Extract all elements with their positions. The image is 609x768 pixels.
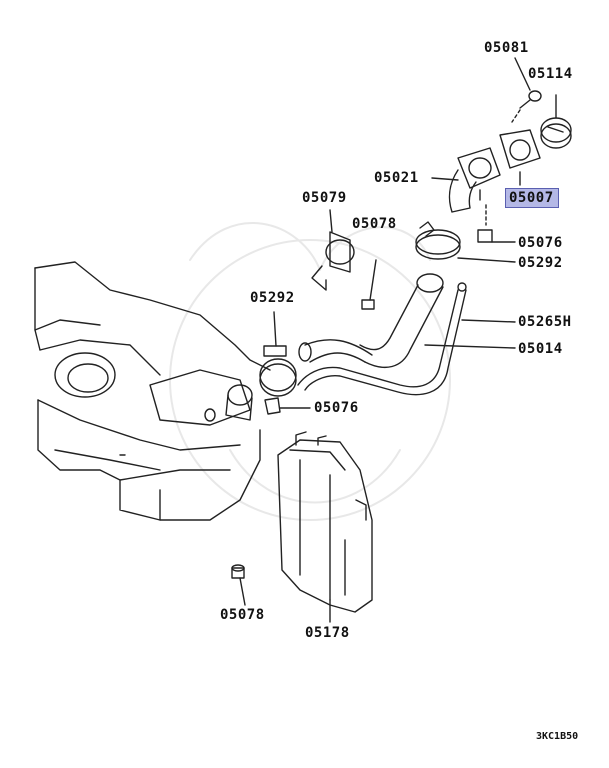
bracket-05079 xyxy=(311,209,355,291)
clip-05076-top xyxy=(477,229,516,243)
bolt-05078-bottom xyxy=(231,564,246,606)
bolt-05081 xyxy=(511,57,542,123)
hose-05265H xyxy=(297,282,516,396)
label-05021: 05021 xyxy=(374,170,419,186)
label-05007: 05007 xyxy=(505,188,559,208)
label-05292-left: 05292 xyxy=(250,290,295,306)
label-05076-mid: 05076 xyxy=(314,400,359,416)
label-05081: 05081 xyxy=(484,40,529,56)
clamp-05292-right xyxy=(415,221,516,263)
watermark-logo xyxy=(169,222,451,521)
label-05014: 05014 xyxy=(518,341,563,357)
label-05178: 05178 xyxy=(305,625,350,641)
filler-neck xyxy=(431,147,501,226)
filler-cap xyxy=(540,94,572,149)
diagram-code: 3KC1B50 xyxy=(536,731,579,742)
label-05114: 05114 xyxy=(528,66,573,82)
label-05078-top: 05078 xyxy=(352,216,397,232)
clip-05076-mid xyxy=(264,397,311,415)
protector-05178 xyxy=(277,431,373,623)
bolt-05078-top xyxy=(361,259,377,310)
label-05292-right: 05292 xyxy=(518,255,563,271)
label-05078-bottom: 05078 xyxy=(220,607,265,623)
fuel-tank xyxy=(34,261,271,521)
clamp-05292-left xyxy=(259,311,297,397)
label-05076-top: 05076 xyxy=(518,235,563,251)
label-05079: 05079 xyxy=(302,190,347,206)
label-05265H: 05265H xyxy=(518,314,572,330)
hose-05014 xyxy=(298,273,516,369)
gasket xyxy=(499,129,541,186)
